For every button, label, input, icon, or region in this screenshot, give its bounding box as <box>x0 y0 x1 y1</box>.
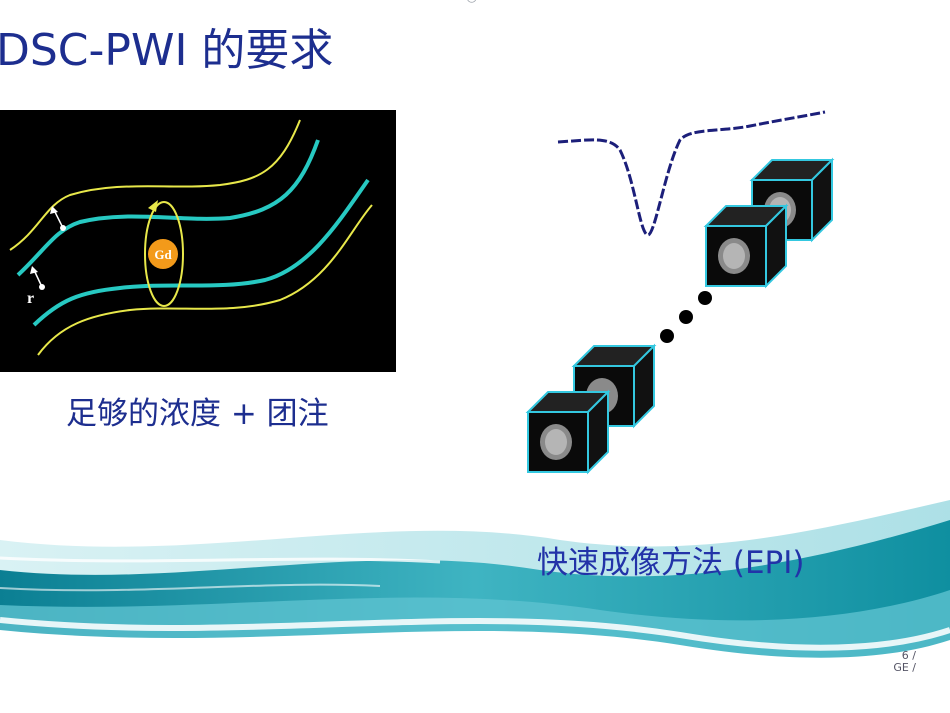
decorative-waves <box>0 500 950 713</box>
page-number-text: 6 / <box>901 649 916 662</box>
radius-label: r <box>27 290 34 307</box>
ellipsis-dot <box>698 291 712 305</box>
radius-arrow-top <box>53 209 64 229</box>
ellipsis-dot <box>660 329 674 343</box>
contrast-label: Gd <box>154 247 172 262</box>
caption-concentration-bolus: 足够的浓度 + 团注 <box>66 396 329 432</box>
vessel-diagram: Gd r <box>9 119 373 356</box>
slide-title: DSC-PWI 的要求 <box>0 25 334 76</box>
vessel-flow-top <box>16 139 320 277</box>
radius-arrow-bottom <box>33 269 43 288</box>
footer-mark: GE / <box>893 661 916 674</box>
top-mark: ○ <box>466 0 477 5</box>
signal-time-curve <box>557 110 826 237</box>
contrast-bolus <box>148 239 178 269</box>
vessel-wall-outer-top <box>9 119 301 251</box>
radius-point-bottom <box>39 284 45 290</box>
vessel-figure: Gd r <box>0 110 396 372</box>
signal-and-image-stack <box>525 110 835 475</box>
ellipsis-dot <box>679 310 693 324</box>
page-number: 6 / GE / <box>888 650 916 674</box>
cross-section-ring <box>144 201 184 307</box>
image-cube-1 <box>525 389 611 475</box>
vessel-wall-outer-bottom <box>37 204 373 356</box>
vessel-flow-bottom <box>32 178 370 327</box>
image-cube-3 <box>703 203 789 289</box>
radius-point-top <box>60 225 66 231</box>
caption-fast-imaging: 快速成像方法 (EPI) <box>537 545 805 581</box>
ring-arrow <box>148 200 158 212</box>
